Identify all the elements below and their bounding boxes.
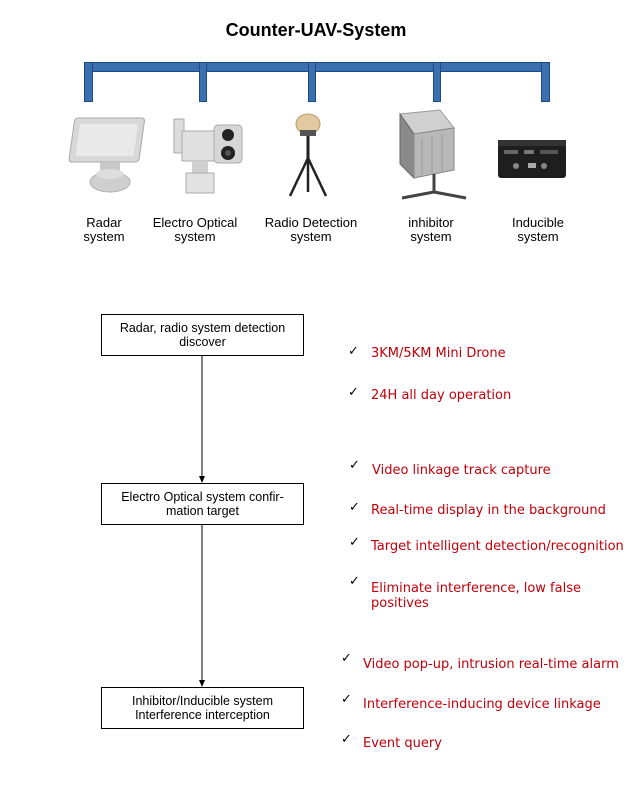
feature-item: Interference-inducing device linkage — [363, 697, 601, 712]
flow-arrow-2 — [199, 525, 205, 687]
electro-optical-camera-icon — [173, 118, 243, 194]
bar-drop-3 — [308, 62, 316, 102]
check-icon: ✓ — [341, 692, 352, 707]
device-label-electro-optical: Electro Optical system — [152, 215, 238, 244]
check-icon: ✓ — [341, 732, 352, 747]
check-icon: ✓ — [349, 574, 360, 589]
device-label-inducible: Inducible system — [511, 215, 565, 244]
check-icon: ✓ — [348, 344, 359, 359]
flow-box-confirmation: Electro Optical system confir- mation ta… — [101, 483, 304, 525]
radar-icon — [68, 117, 145, 193]
diagram-title: Counter-UAV-System — [225, 20, 407, 40]
feature-item: Event query — [363, 736, 442, 751]
inhibitor-panel-icon — [399, 109, 467, 200]
feature-item: Video pop-up, intrusion real-time alarm — [363, 657, 619, 672]
check-icon: ✓ — [341, 651, 352, 666]
flow-box-detection: Radar, radio system detection discover — [101, 314, 304, 356]
check-icon: ✓ — [349, 535, 360, 550]
feature-item: Real-time display in the background — [371, 503, 606, 518]
bar-drop-1 — [84, 62, 93, 102]
feature-item: Target intelligent detection/recognition — [371, 539, 624, 554]
feature-item: Video linkage track capture — [372, 463, 551, 478]
bar-drop-4 — [433, 62, 441, 102]
bar-drop-2 — [199, 62, 207, 102]
feature-item: Eliminate interference, low false positi… — [371, 581, 581, 611]
flow-box-interception: Inhibitor/Inducible system Interference … — [101, 687, 304, 729]
bar-drop-5 — [541, 62, 550, 102]
inducible-device-icon — [498, 140, 566, 178]
distribution-bar — [84, 62, 550, 72]
check-icon: ✓ — [349, 500, 360, 515]
device-label-inhibitor: inhibitor system — [408, 215, 454, 244]
check-icon: ✓ — [349, 458, 360, 473]
flow-arrow-1 — [199, 356, 205, 483]
device-label-radio-detection: Radio Detection system — [264, 215, 358, 244]
radio-detection-antenna-icon — [288, 113, 328, 197]
feature-item: 24H all day operation — [371, 388, 512, 403]
feature-item: 3KM/5KM Mini Drone — [371, 346, 506, 361]
device-label-radar: Radar system — [83, 215, 125, 244]
check-icon: ✓ — [348, 385, 359, 400]
